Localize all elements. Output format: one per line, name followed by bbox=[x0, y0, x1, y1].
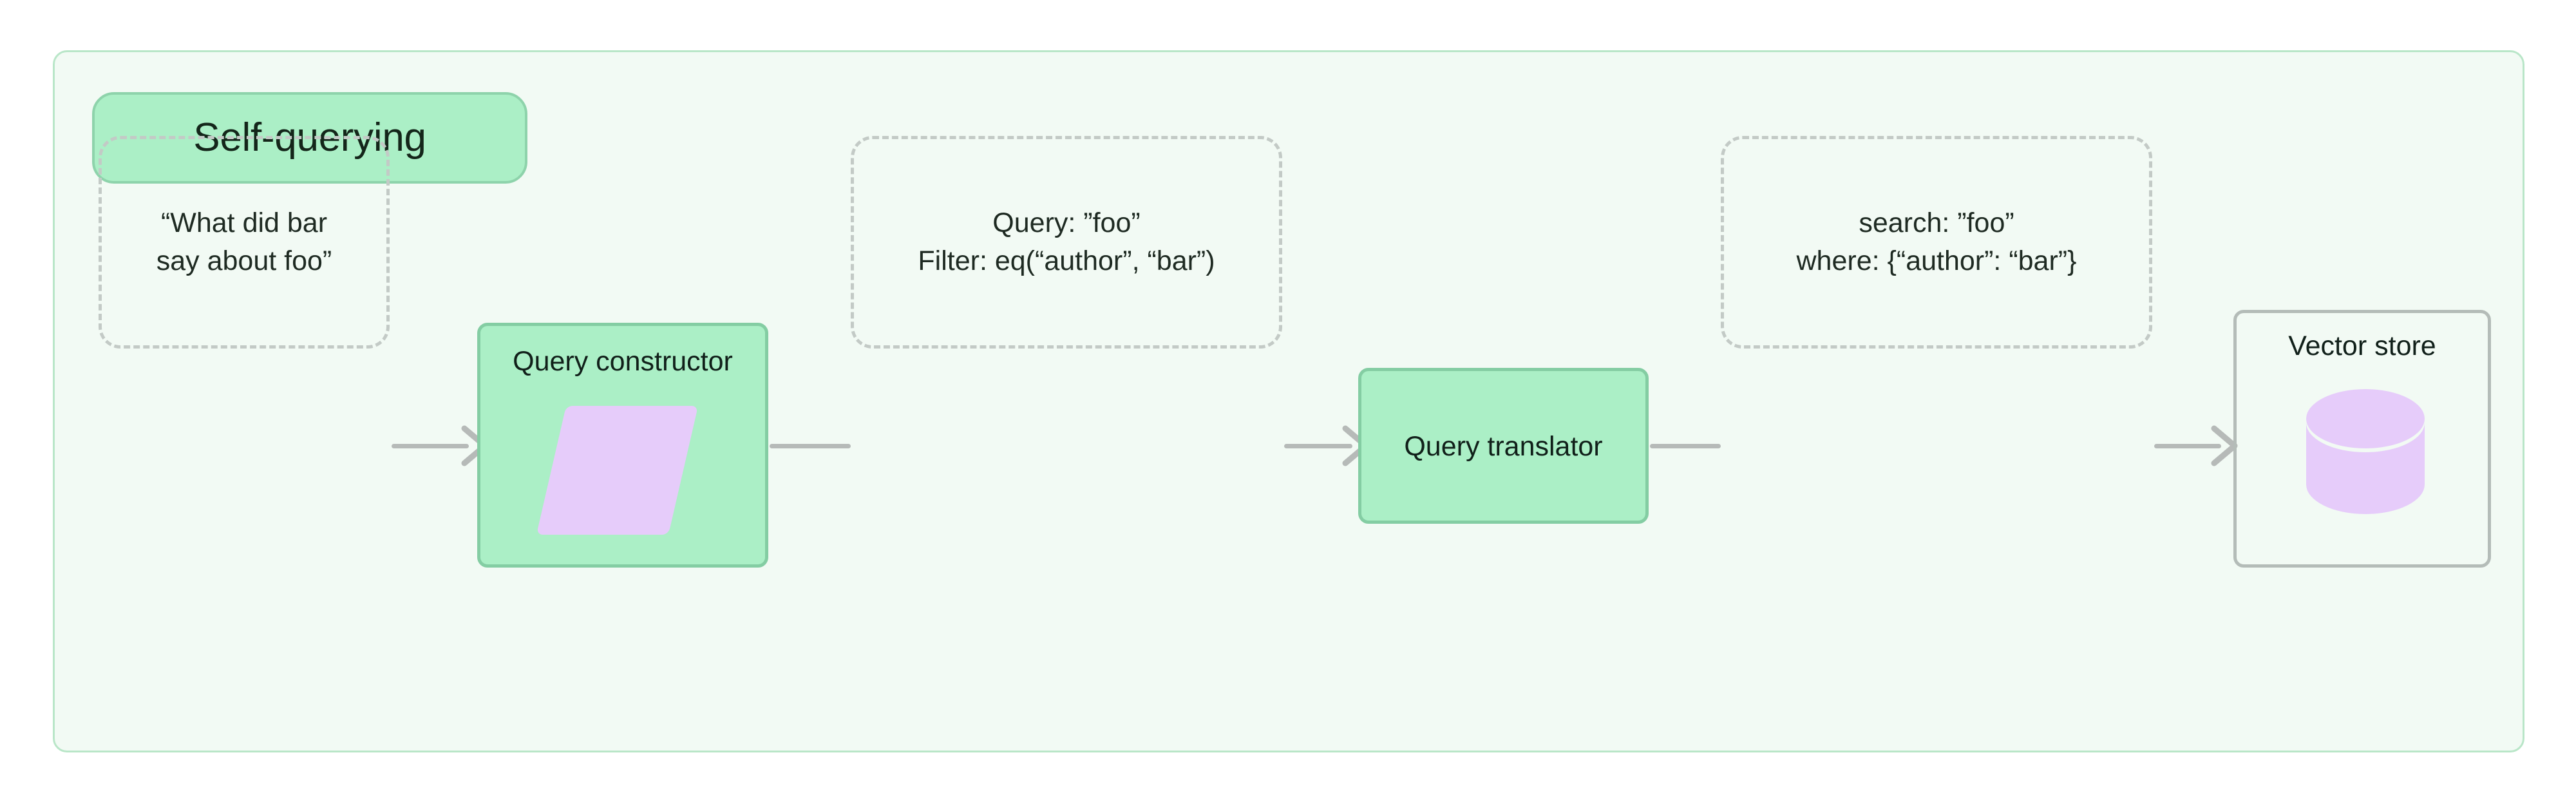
node-query-constructor[interactable]: Query constructor bbox=[477, 323, 768, 568]
node-user-question-line-1: “What did bar bbox=[160, 207, 328, 238]
edge-query-translator-to-native-query bbox=[1650, 444, 1721, 448]
node-structured-query[interactable]: Query: ”foo” Filter: eq(“author”, “bar”) bbox=[851, 136, 1282, 349]
node-user-question-line-2: say about foo” bbox=[156, 245, 332, 276]
node-structured-query-line-1: Query: ”foo” bbox=[992, 207, 1141, 238]
node-query-translator-title: Query translator bbox=[1404, 431, 1603, 462]
node-structured-query-line-2: Filter: eq(“author”, “bar”) bbox=[918, 245, 1215, 276]
node-native-query-line-2: where: {“author”: “bar”} bbox=[1796, 245, 2077, 276]
self-querying-group-frame: Self-querying “What did bar say about fo… bbox=[53, 50, 2524, 752]
node-user-question[interactable]: “What did bar say about foo” bbox=[99, 136, 390, 349]
edge-user-question-to-query-constructor bbox=[392, 444, 469, 448]
node-native-query-line-1: search: ”foo” bbox=[1859, 207, 2014, 238]
node-query-constructor-title: Query constructor bbox=[513, 346, 733, 377]
edge-native-query-to-vector-store bbox=[2154, 444, 2221, 448]
database-cylinder-icon bbox=[2301, 389, 2430, 518]
node-query-translator[interactable]: Query translator bbox=[1358, 368, 1649, 524]
edge-query-constructor-to-structured-query bbox=[770, 444, 851, 448]
node-native-query[interactable]: search: ”foo” where: {“author”: “bar”} bbox=[1721, 136, 2152, 349]
node-vector-store-title: Vector store bbox=[2288, 330, 2436, 361]
parallelogram-icon bbox=[536, 406, 699, 535]
node-vector-store[interactable]: Vector store bbox=[2233, 310, 2491, 568]
edge-structured-query-to-query-translator bbox=[1284, 444, 1352, 448]
